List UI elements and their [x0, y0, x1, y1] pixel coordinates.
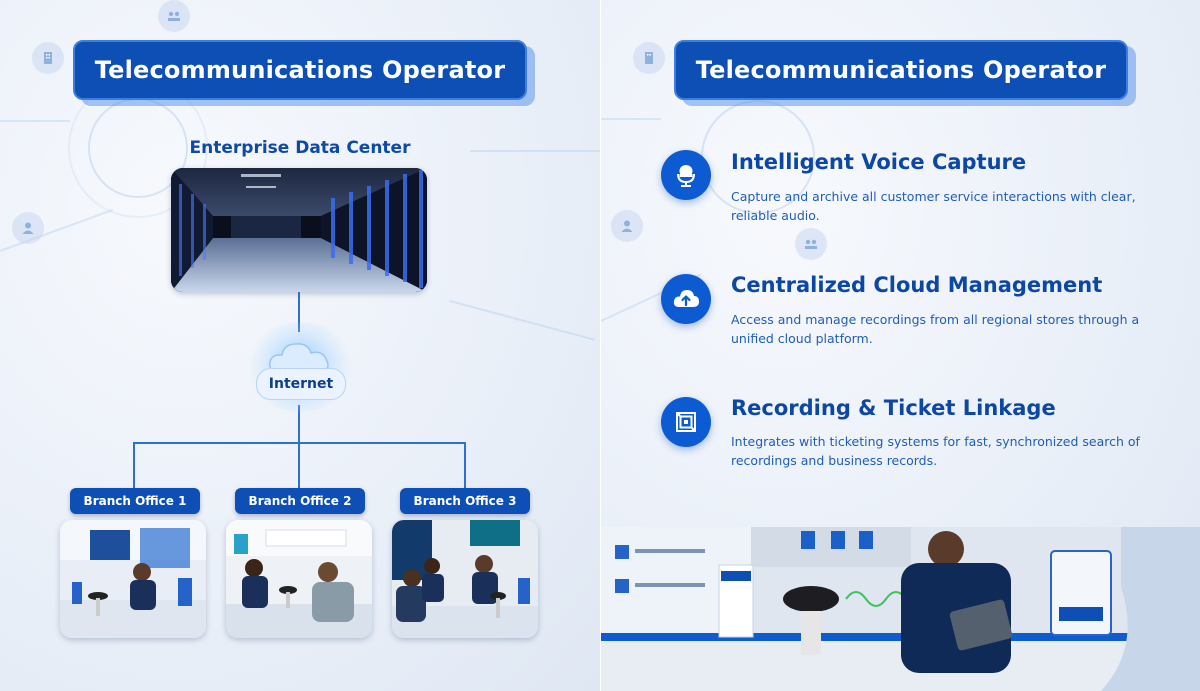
- page-title: Telecommunications Operator: [94, 56, 506, 84]
- user-icon: [12, 212, 44, 244]
- feature-description-cloud-management: Access and manage recordings from all re…: [731, 312, 1140, 346]
- title-box: Telecommunications Operator: [73, 40, 527, 100]
- title-box: Telecommunications Operator: [674, 40, 1128, 100]
- background-circuit-line: [470, 150, 600, 152]
- building-icon: [633, 42, 665, 74]
- connector-line: [298, 442, 300, 488]
- connector-line: [133, 442, 135, 488]
- page-title: Telecommunications Operator: [695, 56, 1107, 84]
- connector-line: [298, 405, 300, 443]
- data-center-image: [171, 168, 427, 292]
- cloud-upload-icon: [661, 274, 711, 324]
- feature-title-voice-capture: Intelligent Voice Capture: [731, 150, 1027, 174]
- branch-office-3-label: Branch Office 3: [400, 488, 530, 514]
- features-panel: Telecommunications Operator Intelligent …: [601, 0, 1200, 691]
- connector-line: [464, 442, 466, 488]
- microphone-icon: [661, 150, 711, 200]
- panel-divider: [600, 0, 601, 691]
- linked-squares-icon: [661, 397, 711, 447]
- branch-office-3-image: [392, 520, 538, 638]
- feature-description-ticket-linkage: Integrates with ticketing systems for fa…: [731, 434, 1140, 468]
- connector-line: [298, 292, 300, 332]
- data-center-label: Enterprise Data Center: [189, 138, 411, 158]
- feature-description-voice-capture: Capture and archive all customer service…: [731, 189, 1136, 223]
- network-diagram-panel: Telecommunications Operator Enterprise D…: [0, 0, 600, 691]
- internet-label: Internet: [256, 368, 346, 400]
- team-icon: [795, 228, 827, 260]
- background-circuit-line: [449, 300, 596, 341]
- title-banner: Telecommunications Operator: [73, 40, 535, 106]
- feature-title-cloud-management: Centralized Cloud Management: [731, 273, 1103, 297]
- branch-office-2-label: Branch Office 2: [235, 488, 365, 514]
- branch-office-1-image: [60, 520, 206, 638]
- branch-office-1-label: Branch Office 1: [70, 488, 200, 514]
- retail-store-photo: [601, 527, 1200, 691]
- user-icon: [611, 210, 643, 242]
- background-circuit-line: [0, 120, 70, 122]
- branch-office-2-image: [226, 520, 372, 638]
- background-circuit-line: [601, 118, 661, 120]
- title-banner: Telecommunications Operator: [674, 40, 1136, 106]
- team-icon: [158, 0, 190, 32]
- building-icon: [32, 42, 64, 74]
- feature-title-ticket-linkage: Recording & Ticket Linkage: [731, 396, 1056, 420]
- cloud-icon: [268, 343, 329, 373]
